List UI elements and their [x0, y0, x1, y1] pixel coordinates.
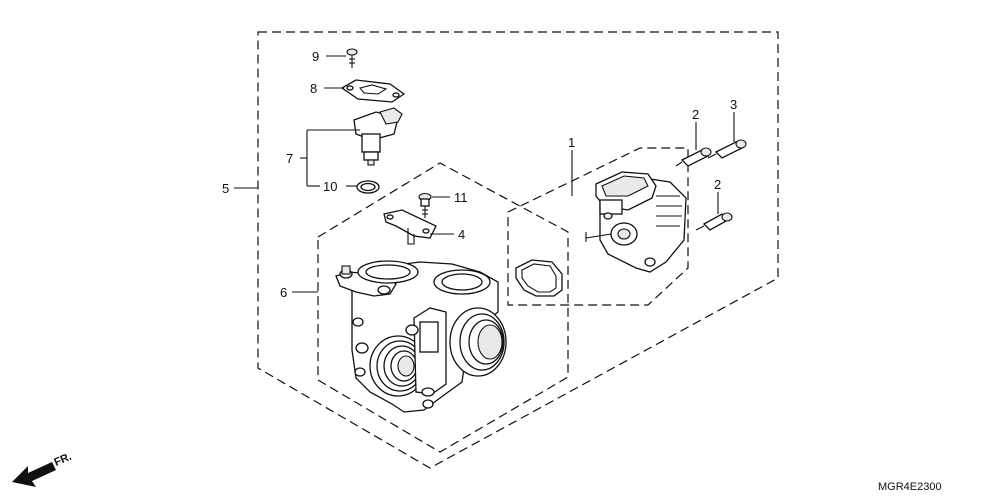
callout-5: 5 [222, 181, 229, 196]
callout-2-lower: 2 [714, 177, 721, 192]
callout-11: 11 [454, 190, 468, 205]
screw-9 [346, 48, 358, 68]
callout-1: 1 [568, 135, 575, 150]
callout-4: 4 [458, 227, 465, 242]
front-direction-arrow: FR. [12, 451, 74, 487]
callout-7: 7 [286, 151, 293, 166]
throttle-body-boundary-6 [317, 162, 569, 453]
screw-2-upper [675, 147, 712, 167]
throttle-body-6 [335, 260, 507, 413]
sensor-7 [353, 107, 403, 166]
callout-10: 10 [323, 179, 337, 194]
callout-9: 9 [312, 49, 319, 64]
callout-6: 6 [280, 285, 287, 300]
assembly-boundary-5 [257, 31, 779, 469]
callout-3: 3 [730, 97, 737, 112]
screw-3 [707, 139, 747, 159]
arrow-icon [12, 462, 56, 487]
callout-labels: 9 8 7 10 11 4 5 6 1 2 3 2 [222, 49, 737, 300]
callout-2-upper: 2 [692, 107, 699, 122]
callout-8: 8 [310, 81, 317, 96]
gasket-8 [340, 79, 406, 103]
diagram-code: MGR4E2300 [878, 481, 942, 493]
seal-ring [515, 259, 563, 297]
sensor-unit-boundary-1 [507, 147, 689, 306]
direction-label: FR. [52, 451, 73, 469]
screw-11 [418, 192, 432, 218]
o-ring-10 [356, 180, 380, 194]
screw-2-lower [695, 212, 733, 231]
sensor-unit-1 [585, 171, 687, 273]
leader-lines [234, 55, 735, 293]
bracket-4 [383, 209, 437, 245]
